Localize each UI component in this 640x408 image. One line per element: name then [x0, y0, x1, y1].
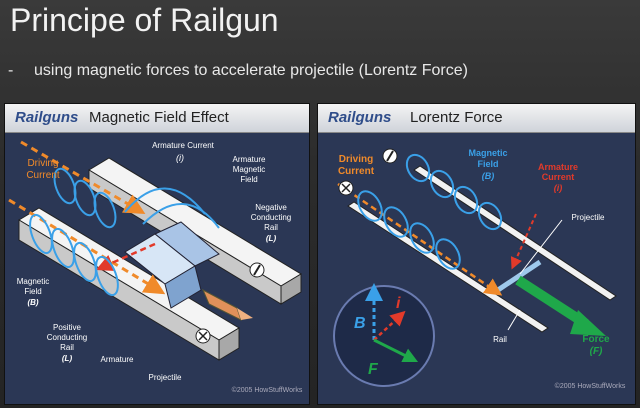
armature-bar [496, 259, 542, 293]
bullet-text: using magnetic forces to accelerate proj… [34, 62, 468, 79]
copyright-text: ©2005 HowStuffWorks [232, 386, 303, 394]
bullet-marker: - [8, 62, 14, 79]
vector-f-label: F [368, 361, 379, 378]
magnetic-field-effect-panel: Railguns Magnetic Field Effect [4, 103, 310, 405]
copyright-text: ©2005 HowStuffWorks [555, 382, 626, 390]
panel-subtitle: Lorentz Force [410, 109, 503, 126]
vector-i-label: i [396, 295, 401, 312]
label-armature: Armature [101, 355, 134, 364]
vector-f [373, 338, 419, 363]
label-rail: Rail [493, 335, 507, 344]
label-force: Force(F) [582, 334, 610, 357]
panel-brand: Railguns [328, 109, 392, 126]
panel-subtitle: Magnetic Field Effect [89, 109, 229, 126]
armature-block [124, 221, 220, 309]
projectile-pointer [519, 219, 563, 275]
label-projectile: Projectile [572, 213, 605, 222]
rail-pointer [507, 309, 521, 331]
panel-header: Railguns Lorentz Force [318, 104, 635, 133]
vector-i [373, 310, 406, 341]
panel-brand: Railguns [15, 109, 79, 126]
rail-back [413, 165, 617, 301]
slide-title: Principe of Railgun [10, 2, 279, 38]
bullet-point: - using magnetic forces to accelerate pro… [8, 62, 468, 80]
armature-current-arrow [510, 213, 537, 270]
lorentz-force-panel: Railguns Lorentz Force [317, 103, 636, 405]
driving-current-arrow [337, 182, 503, 296]
driving-current-arrow-back [20, 140, 146, 215]
magnetic-field-loops [357, 153, 503, 270]
label-projectile: Projectile [149, 373, 182, 382]
armature-current-arrow [95, 242, 156, 271]
vector-diagram-inset: B i F [333, 283, 435, 387]
force-arrow [515, 275, 589, 329]
magnetic-field-loops [29, 167, 220, 297]
projectile [201, 288, 253, 321]
label-armature-current-symbol: (i) [176, 153, 184, 163]
positive-rail [18, 207, 240, 361]
panel-header: Railguns Magnetic Field Effect [5, 104, 309, 133]
label-armature-current: Armature Current [152, 141, 215, 150]
vector-b-label: B [354, 315, 366, 332]
